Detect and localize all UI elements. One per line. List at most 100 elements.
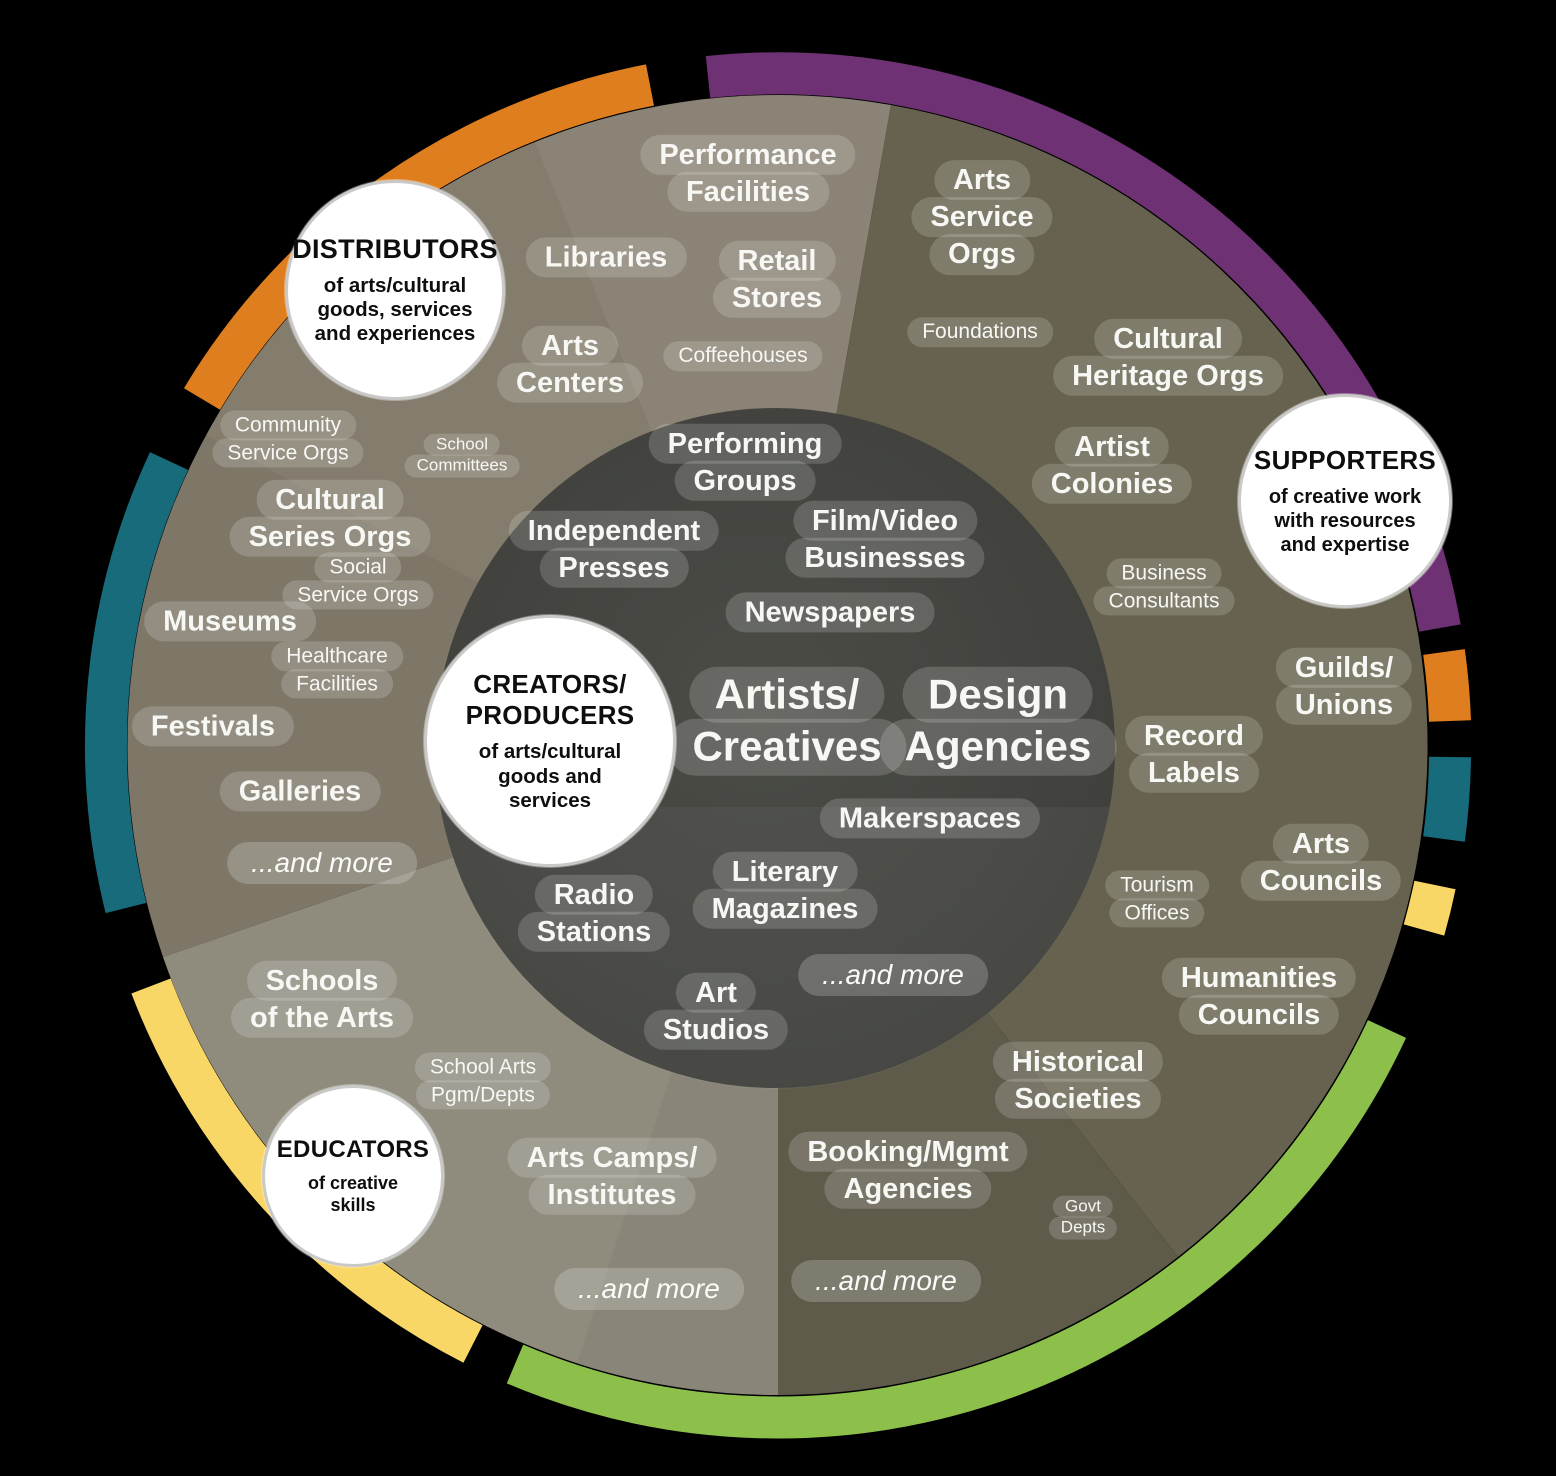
label-line: Centers (497, 363, 643, 404)
label-line: School (424, 433, 500, 456)
label-line: Cultural (1094, 318, 1242, 359)
label-line: Heritage Orgs (1053, 356, 1283, 397)
label-guilds-unions: Guilds/Unions (1275, 647, 1413, 726)
label-booking-and-more: ...and more (791, 1260, 981, 1302)
label-line: Performance (640, 134, 856, 175)
label-line: Stores (712, 278, 842, 319)
creators-hub-subtitle: of arts/cultural goods and services (478, 740, 622, 812)
label-artists-creatives: Artists/Creatives (667, 666, 907, 776)
label-line: Literary (712, 851, 858, 892)
tick-orange (1423, 649, 1471, 722)
supporters-hub-circle: SUPPORTERS of creative work with resourc… (1238, 394, 1452, 608)
creators-hub-title: CREATORS/ PRODUCERS (465, 669, 635, 731)
label-museums: Museums (144, 601, 316, 642)
label-line: Service Orgs (282, 580, 434, 610)
label-makerspaces: Makerspaces (819, 798, 1041, 839)
label-line: Humanities (1161, 957, 1357, 998)
label-line: Festivals (131, 706, 295, 747)
label-line: Record (1125, 715, 1263, 756)
label-line: Agencies (879, 719, 1117, 776)
label-educators-and-more: ...and more (554, 1268, 744, 1310)
label-line: Independent (508, 510, 720, 551)
label-line: Arts Camps/ (507, 1137, 717, 1178)
label-line: Coffeehouses (663, 341, 823, 371)
label-line: Presses (539, 548, 689, 589)
label-line: Film/Video (792, 500, 978, 541)
label-line: Foundations (907, 317, 1053, 347)
label-line: Service Orgs (212, 438, 364, 468)
left-arc-teal (84, 452, 189, 914)
label-line: Consultants (1093, 586, 1235, 616)
label-line: Offices (1109, 898, 1205, 928)
label-line: Artist (1055, 426, 1169, 467)
tick-teal (1423, 756, 1471, 842)
supporters-hub-subtitle: of creative work with resources and expe… (1268, 486, 1422, 556)
educators-hub-circle: EDUCATORS of creative skills (262, 1085, 444, 1267)
label-line: Museums (144, 601, 316, 642)
educators-hub-subtitle: of creative skills (307, 1172, 399, 1215)
label-line: Performing (648, 423, 842, 464)
label-line: Pgm/Depts (416, 1080, 550, 1110)
label-galleries: Galleries (219, 771, 381, 812)
label-line: Arts (521, 325, 618, 366)
label-distributors-and-more: ...and more (227, 842, 417, 884)
label-line: Stations (517, 912, 671, 953)
distributors-hub-title: DISTRIBUTORS (292, 233, 498, 264)
label-line: ...and more (791, 1260, 981, 1302)
label-line: Art (676, 972, 756, 1013)
label-line: Societies (995, 1079, 1161, 1120)
label-line: Radio (534, 874, 654, 915)
label-line: Creatives (667, 719, 907, 776)
label-line: Unions (1275, 685, 1413, 726)
label-line: Groups (674, 461, 816, 502)
label-newspapers: Newspapers (725, 592, 935, 633)
label-foundations: Foundations (907, 317, 1053, 347)
label-line: Arts (933, 160, 1031, 201)
label-core-and-more: ...and more (798, 954, 988, 996)
label-line: Depts (1048, 1217, 1118, 1240)
label-line: School Arts (414, 1052, 552, 1082)
label-line: Cultural (256, 479, 404, 520)
label-line: Govt (1053, 1195, 1113, 1218)
label-line: Service (911, 197, 1053, 238)
label-festivals: Festivals (131, 706, 295, 747)
label-line: Businesses (785, 538, 985, 579)
label-line: ...and more (227, 842, 417, 884)
label-line: Makerspaces (819, 798, 1041, 839)
label-line: Historical (992, 1041, 1164, 1082)
creators-core-circle (435, 408, 1115, 1088)
label-line: Councils (1240, 861, 1402, 902)
label-line: Series Orgs (229, 517, 431, 558)
label-line: Healthcare (271, 641, 403, 671)
label-line: Business (1106, 558, 1222, 588)
label-line: Libraries (525, 237, 687, 278)
label-line: Institutes (528, 1175, 696, 1216)
label-line: Guilds/ (1275, 647, 1413, 688)
label-line: Arts (1272, 823, 1369, 864)
label-line: Booking/Mgmt (788, 1131, 1028, 1172)
label-line: Schools (246, 960, 398, 1001)
tick-yellow (1403, 880, 1456, 936)
label-line: Orgs (929, 234, 1035, 275)
label-line: ...and more (798, 954, 988, 996)
distributors-hub-circle: DISTRIBUTORS of arts/cultural goods, ser… (285, 180, 505, 400)
